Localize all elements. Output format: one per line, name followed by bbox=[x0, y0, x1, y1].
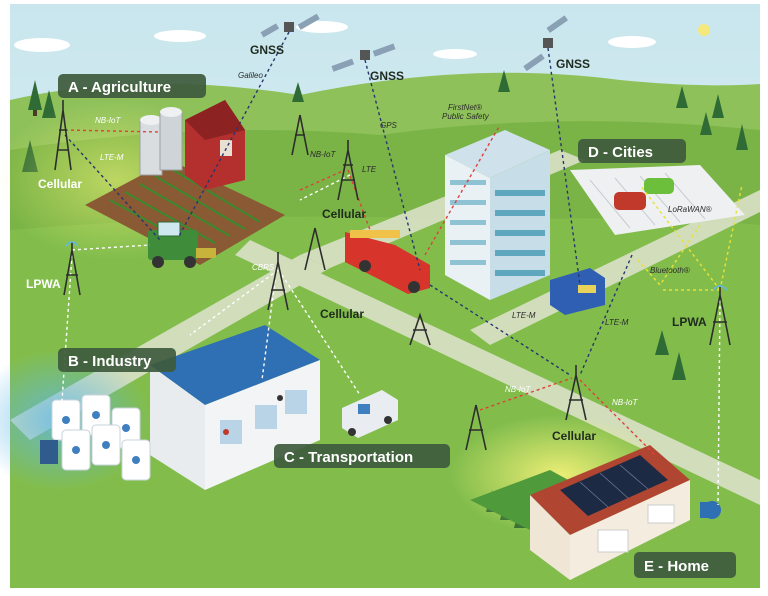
lpwa-label-city: LPWA bbox=[672, 315, 707, 329]
nbiot-label-home-a: NB-IoT bbox=[505, 385, 531, 394]
farm bbox=[85, 100, 285, 268]
power-pylons bbox=[291, 114, 487, 451]
gnss-label-left: GNSS bbox=[250, 43, 284, 57]
cell-tower-road-icon bbox=[409, 312, 431, 346]
lpwa-label-agriculture: LPWA bbox=[26, 277, 61, 291]
zone-home-pill: E - Home bbox=[634, 552, 736, 578]
cellular-label-mid: Cellular bbox=[320, 307, 364, 321]
cbrs-label: CBRS bbox=[252, 263, 275, 272]
cellular-label-agriculture: Cellular bbox=[38, 177, 82, 191]
cellular-label-center: Cellular bbox=[322, 207, 366, 221]
lpwa-tower-agriculture-icon bbox=[63, 241, 81, 296]
ltem-label-city: LTE-M bbox=[605, 318, 629, 327]
cellular-label-home: Cellular bbox=[552, 429, 596, 443]
gps-label: GPS bbox=[380, 121, 398, 130]
cell-tower-agriculture-icon bbox=[54, 100, 72, 171]
cell-tower-home-icon bbox=[565, 365, 587, 421]
zone-home-label: E - Home bbox=[644, 558, 709, 575]
nbiot-label-agriculture: NB-IoT bbox=[95, 116, 121, 125]
zone-agriculture-label: A - Agriculture bbox=[68, 79, 171, 96]
satellite-left-icon bbox=[260, 13, 320, 38]
factory bbox=[40, 325, 320, 490]
satellite-right-icon bbox=[523, 15, 568, 72]
galileo-label: Galileo bbox=[238, 71, 263, 80]
home bbox=[470, 445, 721, 580]
zone-industry-pill: B - Industry bbox=[58, 348, 176, 372]
gnss-label-middle: GNSS bbox=[370, 69, 404, 83]
zone-transportation-pill: C - Transportation bbox=[274, 444, 450, 468]
zone-cities-label: D - Cities bbox=[588, 144, 653, 161]
ltem-label-road: LTE-M bbox=[512, 311, 536, 320]
firstnet-label: FirstNet®Public Safety bbox=[442, 103, 490, 121]
bluetooth-label: Bluetooth® bbox=[650, 266, 690, 275]
lorawan-label: LoRaWAN® bbox=[668, 205, 712, 214]
transport-truck bbox=[342, 390, 398, 438]
zone-cities-pill: D - Cities bbox=[578, 139, 686, 163]
cell-tower-cbrs-icon bbox=[267, 252, 289, 311]
cell-tower-center-icon bbox=[337, 140, 359, 201]
satellite-middle-icon bbox=[331, 43, 396, 72]
zone-agriculture-pill: A - Agriculture bbox=[58, 74, 206, 98]
city bbox=[345, 130, 745, 315]
links bbox=[59, 31, 743, 506]
lpwa-tower-city-icon bbox=[709, 285, 731, 346]
nbiot-label-home-b: NB-IoT bbox=[612, 398, 638, 407]
zone-industry-label: B - Industry bbox=[68, 353, 152, 370]
lte-label-center: LTE bbox=[362, 165, 377, 174]
ltem-label-agriculture: LTE-M bbox=[100, 153, 124, 162]
sun-icon bbox=[698, 24, 710, 36]
zone-transportation-label: C - Transportation bbox=[284, 449, 413, 466]
gnss-label-right: GNSS bbox=[556, 57, 590, 71]
nbiot-label-center: NB-IoT bbox=[310, 150, 336, 159]
